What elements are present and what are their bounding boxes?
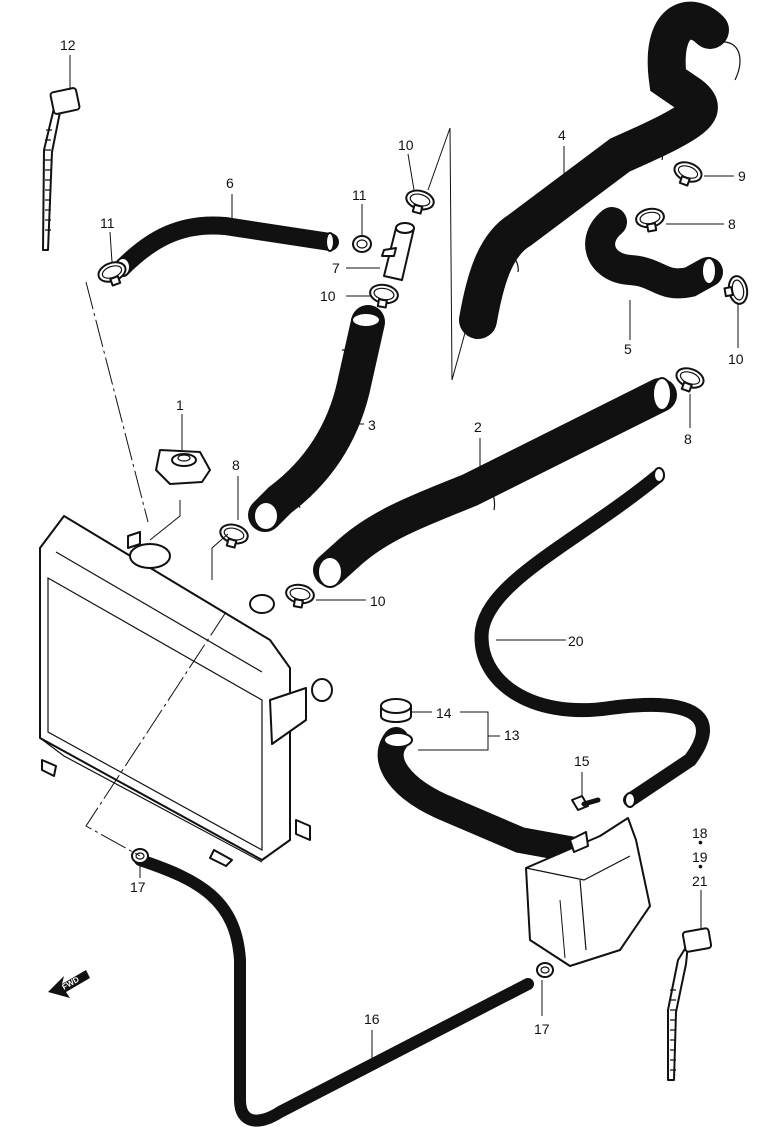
callout-labels: 12 6 11 11 10 7 10 4 9 8 5 10 3 1 2 8 8 … — [60, 37, 746, 1037]
hose-6[interactable] — [113, 216, 339, 277]
clamp-17-right[interactable] — [536, 962, 554, 978]
cable-tie-12[interactable] — [42, 87, 81, 251]
callout-10-top[interactable]: 10 — [398, 137, 414, 153]
bolt-15[interactable] — [571, 795, 601, 811]
hose-4[interactable] — [459, 1, 741, 339]
callout-10-right[interactable]: 10 — [728, 351, 744, 367]
radiator-core[interactable] — [39, 515, 333, 867]
callout-8-top[interactable]: 8 — [728, 216, 736, 232]
callout-6[interactable]: 6 — [226, 175, 234, 191]
callout-12[interactable]: 12 — [60, 37, 76, 53]
callout-18[interactable]: 18 — [692, 825, 708, 841]
hose-16[interactable] — [134, 854, 534, 1127]
callout-15[interactable]: 15 — [574, 753, 590, 769]
clamp-8-top[interactable] — [633, 205, 668, 235]
callout-17-left[interactable]: 17 — [130, 879, 146, 895]
dot-separator-2: • — [698, 858, 703, 874]
callout-5[interactable]: 5 — [624, 341, 632, 357]
clamp-10-upper-hose[interactable] — [366, 281, 401, 311]
leader-lines — [69, 55, 739, 1062]
radiator-cap-1[interactable] — [155, 449, 211, 485]
callout-8-left[interactable]: 8 — [232, 457, 240, 473]
callout-13[interactable]: 13 — [504, 727, 520, 743]
reservoir-neck-13[interactable] — [377, 727, 588, 863]
callout-14[interactable]: 14 — [436, 705, 452, 721]
callout-21[interactable]: 21 — [692, 873, 708, 889]
reservoir-tank[interactable] — [525, 817, 651, 967]
callout-9[interactable]: 9 — [738, 168, 746, 184]
clamp-8-right[interactable] — [671, 363, 708, 397]
callout-1[interactable]: 1 — [176, 397, 184, 413]
dot-separator-1: • — [698, 834, 703, 850]
callout-10-lower[interactable]: 10 — [370, 593, 386, 609]
clamp-10-top[interactable] — [402, 186, 437, 218]
reservoir-cap-14[interactable] — [380, 698, 412, 723]
callout-11-left[interactable]: 11 — [100, 215, 115, 231]
pipe-7[interactable] — [381, 222, 415, 281]
callout-16[interactable]: 16 — [364, 1011, 380, 1027]
callout-7[interactable]: 7 — [332, 260, 340, 276]
clamp-8-left[interactable] — [216, 520, 251, 552]
callout-20[interactable]: 20 — [568, 633, 584, 649]
callout-10-upper-hose[interactable]: 10 — [320, 288, 336, 304]
alignment-lines — [85, 127, 566, 959]
hose-3[interactable] — [248, 305, 385, 532]
callout-8-right[interactable]: 8 — [684, 431, 692, 447]
hose-2[interactable] — [313, 377, 677, 588]
cable-tie-21[interactable] — [667, 927, 713, 1081]
callout-19[interactable]: 19 — [692, 849, 708, 865]
clamp-10-lower[interactable] — [282, 581, 317, 611]
clamp-11-middle[interactable] — [352, 235, 372, 253]
clamp-10-right[interactable] — [721, 273, 751, 308]
callout-17-right[interactable]: 17 — [534, 1021, 550, 1037]
hose-5[interactable] — [585, 207, 723, 299]
clamp-9[interactable] — [669, 157, 706, 191]
callout-4[interactable]: 4 — [558, 127, 566, 143]
callout-11-middle[interactable]: 11 — [352, 187, 367, 203]
hose-20[interactable] — [474, 467, 710, 808]
fwd-arrow-icon: FWD — [48, 970, 90, 998]
callout-2[interactable]: 2 — [474, 419, 482, 435]
callout-3[interactable]: 3 — [368, 417, 376, 433]
